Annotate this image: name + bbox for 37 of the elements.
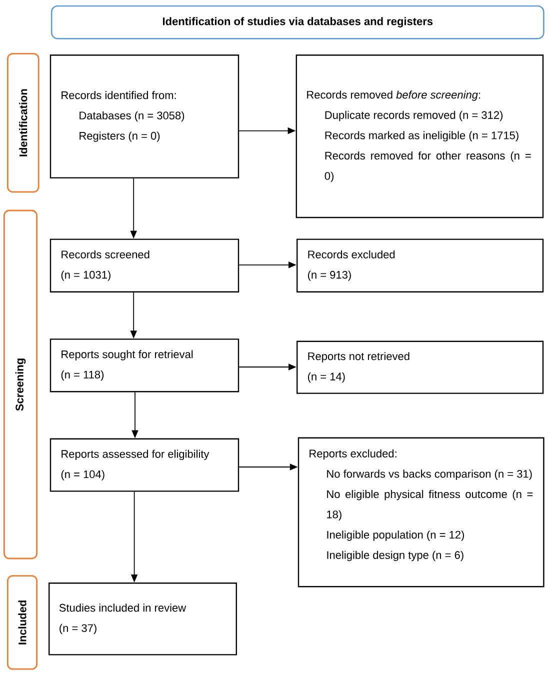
process-box [296, 238, 544, 292]
process-box [50, 438, 240, 492]
box-text: (n = 14) [308, 372, 345, 383]
process-box [50, 338, 240, 392]
box-text: Records removed for other reasons (n = 0) [324, 151, 531, 182]
phase-band: Identification [7, 53, 40, 193]
box-text: Databases (n = 3058) [80, 111, 184, 122]
phase-band: Screening [4, 210, 38, 560]
process-box [296, 54, 544, 218]
box-text: Reports not retrieved [308, 352, 410, 362]
box-text: Reports sought for retrieval [62, 350, 193, 360]
process-box [48, 582, 237, 656]
process-box [298, 437, 544, 588]
box-text: No forwards vs backs comparison (n = 31) [327, 470, 532, 480]
box-text: (n = 104) [61, 470, 104, 480]
box-text: (n = 37) [60, 624, 96, 634]
box-text: Ineligible population (n = 12) [327, 530, 464, 541]
box-text: (n = 913) [308, 270, 351, 281]
box-text: Records removed before screening: [307, 90, 480, 101]
box-text: Ineligible design type (n = 6) [327, 550, 464, 562]
box-text: Records excluded [308, 250, 395, 258]
phase-band: Included [7, 575, 38, 670]
process-box [296, 340, 544, 394]
box-text: Reports excluded: [310, 449, 396, 460]
process-box [50, 238, 240, 292]
box-text: Records screened [62, 250, 150, 258]
box-text: Registers (n = 0) [80, 132, 160, 142]
box-text: Reports assessed for eligibility [62, 450, 210, 460]
box-text: Records identified from: [62, 91, 176, 100]
box-text: (n = 118) [61, 370, 104, 381]
box-text: Studies included in review [59, 604, 186, 612]
box-text: (n = 1031) [61, 270, 110, 281]
section-header: Identification of studies via databases and registers [50, 5, 544, 40]
box-text: Duplicate records removed (n = 312) [325, 110, 503, 122]
process-box [50, 54, 240, 178]
box-text: Records marked as ineligible (n = 1715) [325, 131, 518, 142]
box-text: No eligible physical fitness outcome (n = 18) [327, 490, 533, 521]
